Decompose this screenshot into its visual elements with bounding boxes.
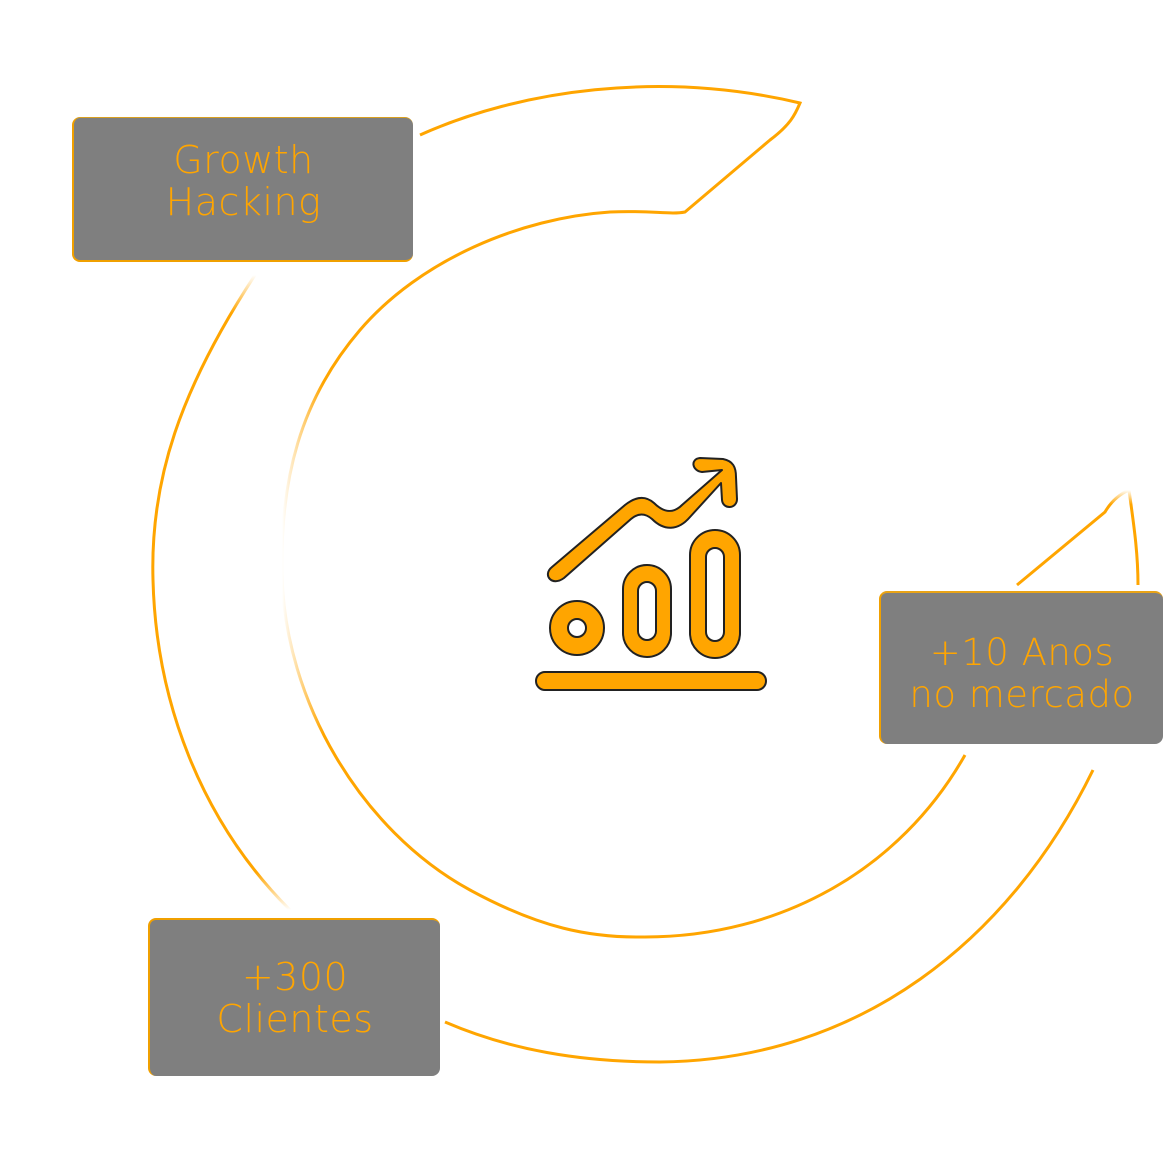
years-in-market-box: +10 Anos no mercado bbox=[879, 591, 1163, 744]
bottom-outer-arc bbox=[444, 769, 1095, 1064]
right-arrow-head bbox=[1016, 487, 1140, 587]
clients-line1: +300 bbox=[241, 955, 349, 999]
outer-left-arc bbox=[151, 274, 292, 912]
growth-hacking-line2: Hacking bbox=[165, 180, 322, 224]
clients-line2: Clientes bbox=[216, 997, 374, 1041]
growth-hacking-box: Growth Hacking bbox=[72, 117, 413, 262]
trend-line-shape bbox=[546, 457, 738, 583]
growth-hacking-line1: Growth bbox=[173, 138, 314, 182]
inner-right-arc bbox=[644, 754, 967, 939]
years-line1: +10 Anos bbox=[929, 630, 1115, 674]
growth-chart-icon bbox=[530, 455, 770, 695]
years-line2: no mercado bbox=[909, 672, 1135, 716]
top-arrow-outline bbox=[280, 85, 803, 939]
clients-box: +300 Clientes bbox=[148, 918, 440, 1076]
